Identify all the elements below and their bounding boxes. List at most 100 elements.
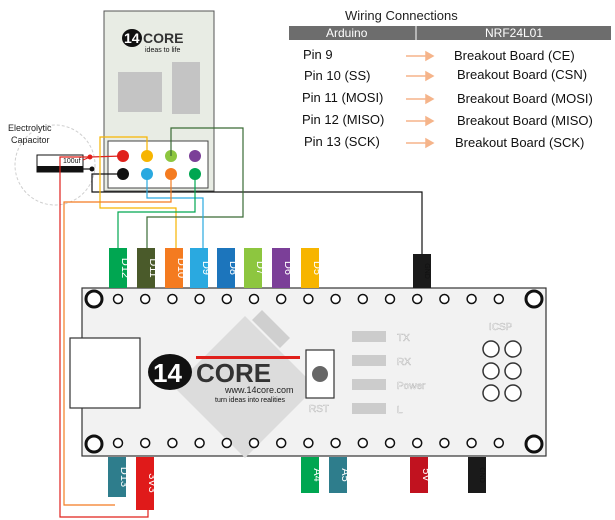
pin-tab-label: GND	[423, 263, 430, 279]
reset-button-cap	[312, 366, 328, 382]
usb-connector	[69, 337, 141, 409]
wires	[59, 127, 423, 518]
table-row-pin: Pin 13 (SCK)	[304, 134, 380, 149]
table-row-target: Breakout Board (SCK)	[455, 135, 584, 150]
icsp-pin	[482, 384, 500, 402]
wire-vcc	[59, 155, 149, 518]
capacitor-label: Electrolytic	[8, 123, 52, 133]
mounting-hole	[524, 289, 544, 309]
led-l	[352, 403, 386, 414]
header-pin	[194, 437, 205, 449]
header-pin	[139, 293, 151, 305]
pin-tab-d8	[217, 248, 235, 288]
header-pin	[466, 437, 477, 449]
header-pin	[493, 293, 505, 305]
header-pin	[330, 293, 341, 305]
wire-ce	[146, 174, 204, 248]
pin-tab-d6	[272, 248, 290, 288]
wire-gnd	[91, 173, 423, 254]
pin-tab-d13	[108, 457, 126, 497]
table-row-pin: Pin 11 (MOSI)	[302, 90, 383, 105]
board-logo-tagline: turn ideas into realities	[215, 397, 286, 404]
table-row-target: Breakout Board (CE)	[454, 48, 575, 63]
pin-tab-label: A5	[339, 468, 351, 481]
header-pin	[411, 437, 423, 449]
mounting-hole	[84, 434, 104, 454]
header-pin	[167, 293, 178, 305]
header-pin	[357, 437, 369, 449]
icsp-pin	[504, 340, 522, 358]
header-pin	[139, 437, 151, 449]
pin-tab-label: D12	[119, 258, 131, 278]
module-logo-num: 14	[124, 30, 140, 46]
module-header	[107, 140, 209, 189]
table-row-pin: Pin 10 (SS)	[304, 68, 370, 83]
header-pin	[466, 293, 477, 305]
module-logo: 14 CORE ideas to life	[122, 29, 183, 54]
board-logo-url: www.14core.com	[224, 385, 294, 395]
header-pin	[112, 437, 124, 449]
pin-tab-a4	[301, 457, 319, 493]
table-header-bar	[289, 26, 611, 40]
header-pin	[439, 437, 450, 449]
pin-tab-label: D9	[200, 261, 212, 275]
pin-tab-d11	[137, 248, 155, 288]
pin-tab-a5	[329, 457, 347, 493]
pin-tab-d12	[109, 248, 127, 288]
icsp-pin	[504, 384, 522, 402]
pin-tab-d9	[190, 248, 208, 288]
arrow-icon	[425, 70, 435, 82]
board-logo: 14 CORE www.14core.com turn ideas into r…	[148, 354, 300, 404]
mounting-hole	[524, 434, 544, 454]
board-logo-num: 14	[153, 358, 182, 388]
icsp-pin	[482, 340, 500, 358]
wire-mosi	[146, 127, 244, 248]
header-pin	[330, 437, 341, 449]
wire-miso	[117, 174, 196, 248]
pin-tab-label: D13	[118, 467, 130, 487]
arrow-icon	[425, 115, 435, 127]
header-pin	[439, 293, 450, 305]
bottom-pin-row	[112, 437, 505, 449]
capacitor: Electrolytic Capacitor 100uf	[8, 123, 96, 206]
arrow-icon	[425, 137, 435, 149]
arrow-icon	[425, 93, 435, 105]
header-pin	[384, 293, 396, 305]
pin-tab-label: D5	[311, 261, 323, 275]
table-row-pin: Pin 9	[303, 47, 333, 62]
pin-tab-label: D10	[175, 258, 187, 278]
table-row-target: Breakout Board (MISO)	[457, 113, 593, 128]
capacitor-joint-negative	[89, 166, 95, 172]
pin-tab-label: 3V3	[146, 473, 158, 493]
top-pin-tabs: D12 D11 D10 D9 D8 D7 D6 D5 GND	[109, 248, 431, 288]
capacitor-highlight	[14, 124, 96, 206]
header-pin	[167, 437, 178, 449]
module-crystal	[172, 62, 200, 114]
table-title: Wiring Connections	[345, 8, 458, 23]
icsp-pin	[482, 362, 500, 380]
header-pin	[194, 293, 205, 305]
pin-tab-gnd-bottom	[468, 457, 486, 493]
led-label: L	[397, 405, 403, 416]
module-pin-irq	[189, 150, 201, 162]
pin-tab-label: D6	[282, 261, 294, 275]
module-chip	[118, 72, 162, 112]
header-pin	[303, 293, 314, 305]
pin-tab-label: GND	[478, 467, 485, 483]
icsp-label: ICSP	[489, 322, 513, 333]
pin-tab-d5	[301, 248, 319, 288]
arduino-nano-board: 14 CORE www.14core.com turn ideas into r…	[69, 287, 547, 458]
pin-tab-label: 5V	[420, 468, 432, 482]
header-pin	[112, 293, 124, 305]
mounting-hole	[84, 289, 104, 309]
led-tx	[352, 331, 386, 342]
pin-tab-label: D11	[147, 258, 159, 277]
table-row-target: Breakout Board (CSN)	[457, 67, 587, 82]
header-pin	[303, 437, 314, 449]
pin-tab-label: D7	[254, 261, 266, 275]
pin-tab-label: D8	[227, 261, 239, 275]
pin-tab-d10	[165, 248, 183, 288]
led-power	[352, 379, 386, 390]
table-row-pin: Pin 12 (MISO)	[302, 112, 384, 127]
bottom-pin-tabs: D13 3V3 A4 A5 5V GND	[108, 457, 486, 510]
